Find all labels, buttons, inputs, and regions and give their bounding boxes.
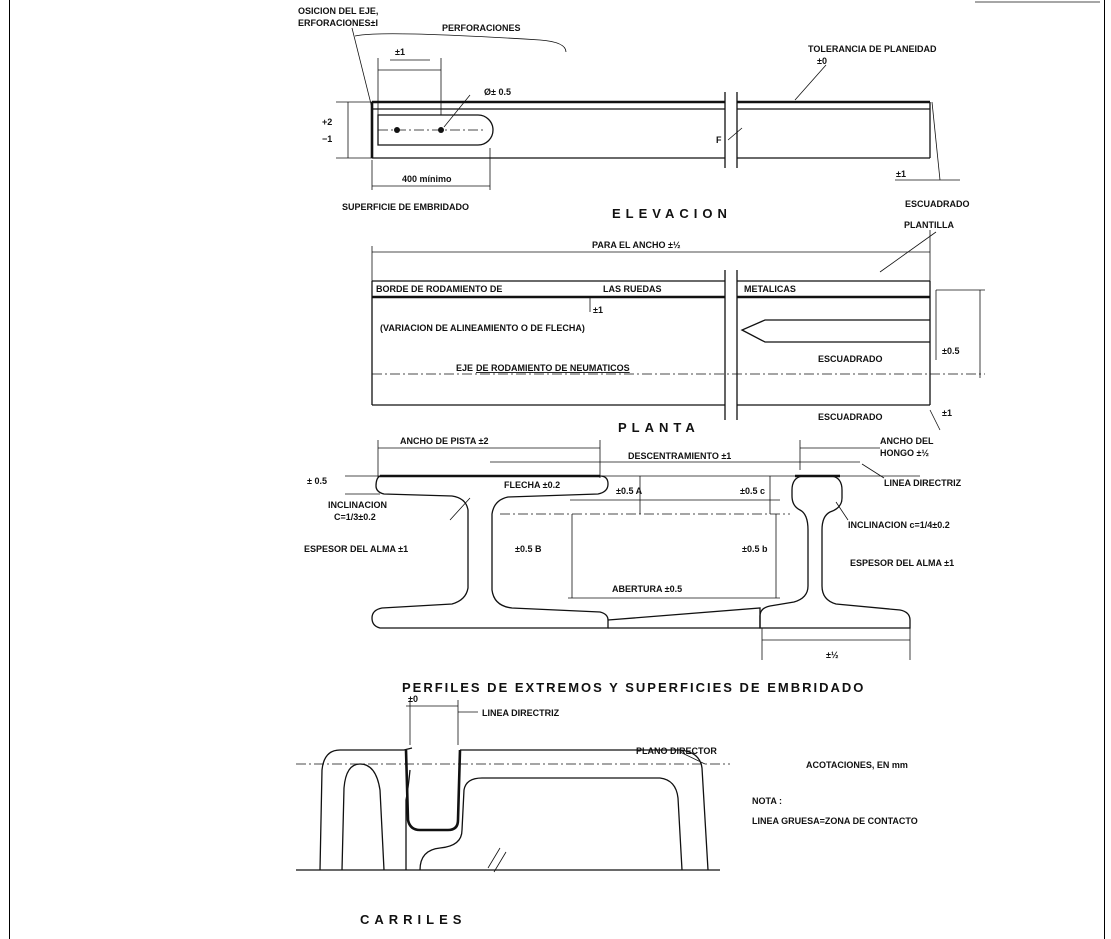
dim-c-label: ±0.5 c (740, 486, 765, 496)
diametro-leader (443, 94, 471, 128)
inclinacion-right-label: INCLINACION c=1/4±0.2 (848, 520, 950, 530)
linea-directriz-leader (861, 463, 885, 479)
dim-b-left-label: ±0.5 B (515, 544, 542, 554)
carriles-view: ±0 LINEA DIRECTRIZ PLANO DIRECTOR CARRIL… (296, 694, 730, 927)
planta-view: PARA EL ANCHO ±½ PLANTILLA BORDE DE RODA… (371, 220, 985, 435)
alineamiento-tol-label: ±1 (593, 305, 603, 315)
carril-central-groove (404, 749, 462, 832)
ancho-hongo-label-2: HONGO ±½ (880, 448, 929, 458)
superficie-label: SUPERFICIE DE EMBRIDADO (342, 202, 469, 212)
carril-outer-left (319, 747, 413, 871)
planta-escuadrado-leader (929, 409, 941, 431)
perforaciones-label: PERFORACIONES (442, 23, 521, 33)
acotaciones-label: ACOTACIONES, EN mm (806, 760, 908, 770)
planta-title: PLANTA (618, 420, 700, 435)
diametro-label: Ø± 0.5 (484, 87, 511, 97)
f-mark-line (727, 127, 743, 141)
pitch-tol-label: ±1 (395, 47, 405, 57)
carril-web-left (405, 769, 411, 870)
nota-text: LINEA GRUESA=ZONA DE CONTACTO (752, 816, 918, 826)
espesor-left-label: ESPESOR DEL ALMA ±1 (304, 544, 408, 554)
elevacion-view: OSICION DEL EJE, ERFORACIONES±I PERFORAC… (298, 1, 1100, 221)
perforaciones-brace (354, 33, 567, 53)
inclinacion-leader (449, 497, 471, 521)
escuadrado-label: ESCUADRADO (905, 199, 970, 209)
planta-pm05-label: ±0.5 (942, 346, 959, 356)
plano-director-label: PLANO DIRECTOR (636, 746, 717, 756)
perfil-pm05-label: ± 0.5 (307, 476, 327, 486)
planta-slot (740, 319, 930, 343)
page-frame (9, 0, 1105, 939)
carril-tol-label: ±0 (408, 694, 418, 704)
linea-directriz-label: LINEA DIRECTRIZ (884, 478, 962, 488)
ancho-pista-label: ANCHO DE PISTA ±2 (400, 436, 488, 446)
posicion-eje-label-1: OSICION DEL EJE, (298, 6, 378, 16)
planta-pm1-b-label: ±1 (942, 408, 952, 418)
height-plus-label: +2 (322, 117, 332, 127)
inclinacion-label-1: INCLINACION (328, 500, 387, 510)
flecha-label: FLECHA ±0.2 (504, 480, 560, 490)
left-rail-profile (371, 475, 609, 629)
plantilla-label: PLANTILLA (904, 220, 954, 230)
planeidad-value: ±0 (817, 56, 827, 66)
escuadrado-tol-label: ±1 (896, 169, 906, 179)
eje-prefix-label: EJE (456, 363, 473, 373)
inclinacion-label-2: C=1/3±0.2 (334, 512, 376, 522)
perfiles-view: ANCHO DE PISTA ±2 DESCENTRAMIENTO ±1 ANC… (304, 436, 962, 695)
carriles-title: CARRILES (360, 912, 466, 927)
borde-label-3: METALICAS (744, 284, 796, 294)
para-ancho-label: PARA EL ANCHO ±½ (592, 240, 681, 250)
escuadrado-label-1: ESCUADRADO (818, 354, 883, 364)
planeidad-leader (794, 64, 827, 101)
carril-break-2 (493, 851, 507, 873)
perfiles-title: PERFILES DE EXTREMOS Y SUPERFICIES DE EM… (402, 680, 865, 695)
escuadrado-slant (931, 101, 941, 181)
f-mark-label: F (716, 135, 722, 145)
borde-label-1: BORDE DE RODAMIENTO DE (376, 284, 502, 294)
posicion-eje-label-2: ERFORACIONES±I (298, 18, 378, 28)
planeidad-label: TOLERANCIA DE PLANEIDAD (808, 44, 937, 54)
embridado-slot (377, 114, 494, 146)
dim-a-label: ±0.5 A (616, 486, 643, 496)
borde-label-2: LAS RUEDAS (603, 284, 662, 294)
carril-right-pocket (419, 777, 683, 871)
half-tol-label: ±½ (826, 650, 839, 660)
nota-title: NOTA : (752, 796, 782, 806)
length-min-label: 400 mínimo (402, 174, 452, 184)
hole-2 (438, 127, 444, 133)
carril-outer-right (460, 749, 709, 871)
ancho-hongo-label-1: ANCHO DEL (880, 436, 934, 446)
carril-directriz-label: LINEA DIRECTRIZ (482, 708, 560, 718)
plantilla-leader (879, 231, 937, 273)
inclinacion-right-leader (835, 501, 849, 521)
height-minus-label: −1 (322, 134, 332, 144)
espesor-right-label: ESPESOR DEL ALMA ±1 (850, 558, 954, 568)
hole-1 (394, 127, 400, 133)
escuadrado-label-2: ESCUADRADO (818, 412, 883, 422)
lower-web (607, 607, 761, 629)
dim-b-right-label: ±0.5 b (742, 544, 768, 554)
carril-left-groove (341, 763, 385, 871)
eje-neumaticos-label: DE RODAMIENTO DE NEUMATICOS (476, 363, 630, 373)
elevacion-title: ELEVACION (612, 206, 732, 221)
descentramiento-label: DESCENTRAMIENTO ±1 (628, 451, 731, 461)
abertura-label: ABERTURA ±0.5 (612, 584, 682, 594)
posicion-leader (351, 27, 373, 109)
variacion-label: (VARIACION DE ALINEAMIENTO O DE FLECHA) (380, 323, 585, 333)
right-rail-profile (759, 475, 911, 629)
notas-block: ACOTACIONES, EN mm NOTA : LINEA GRUESA=Z… (752, 760, 918, 826)
carril-break-1 (487, 847, 501, 869)
